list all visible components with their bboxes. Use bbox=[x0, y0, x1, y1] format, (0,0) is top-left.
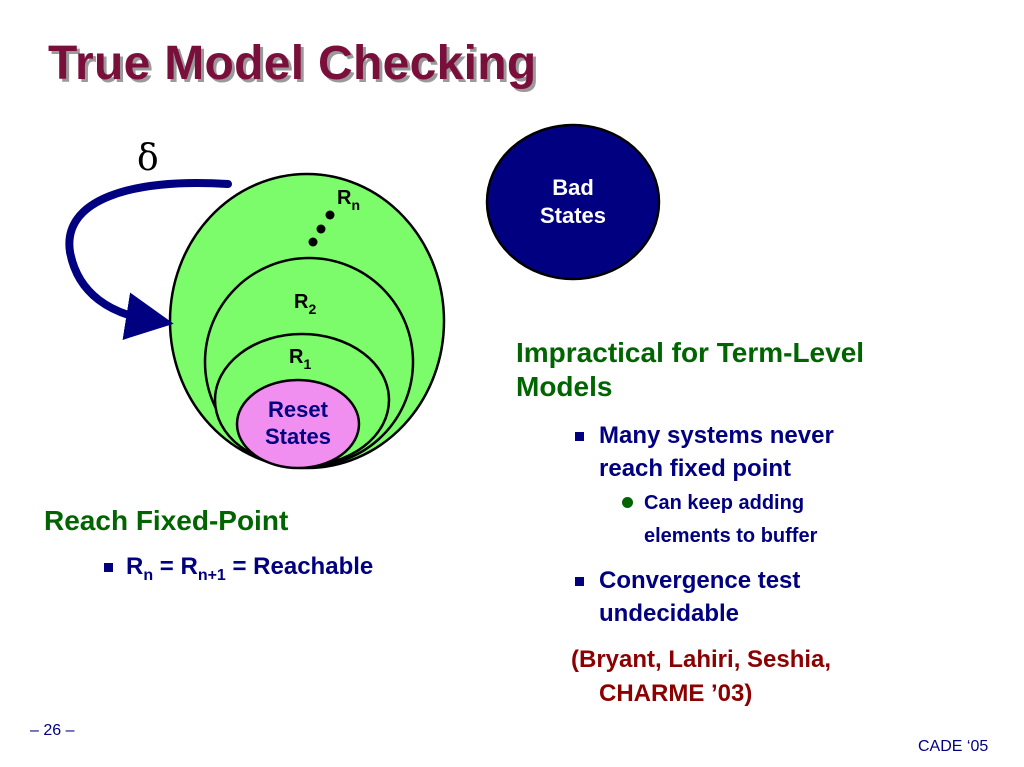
reset-states-region bbox=[235, 378, 361, 470]
impractical-heading-line2: Models bbox=[516, 371, 613, 402]
sub-bullet-buffer-line1: Can keep adding bbox=[644, 492, 805, 514]
ellipsis-dot bbox=[316, 224, 326, 234]
bullet-square-icon bbox=[575, 432, 584, 441]
reach-fixed-point-heading: Reach Fixed-Point bbox=[44, 505, 289, 536]
ellipsis-dot bbox=[308, 237, 318, 247]
bullet-convergence-line1: Convergence test bbox=[599, 567, 801, 594]
bad-states-label-line1: Bad bbox=[552, 175, 594, 200]
citation-line1: (Bryant, Lahiri, Seshia, bbox=[571, 646, 832, 673]
bullet-dot-icon bbox=[622, 497, 633, 508]
reset-states-label-line1: Reset bbox=[268, 397, 329, 422]
bad-states-region bbox=[485, 123, 661, 281]
ellipsis-dot bbox=[325, 210, 335, 220]
conference-label: CADE ‘05 bbox=[918, 738, 989, 755]
bad-states-label-line2: States bbox=[540, 203, 606, 228]
reset-states-label-line2: States bbox=[265, 424, 331, 449]
sub-bullet-buffer-line2: elements to buffer bbox=[644, 525, 818, 547]
bullet-square-icon bbox=[104, 563, 113, 572]
page-number: – 26 – bbox=[30, 722, 75, 739]
transition-arrow bbox=[65, 179, 232, 340]
citation-line2: CHARME ’03) bbox=[599, 680, 753, 707]
bullet-never-fixed-point-line1: Many systems never bbox=[599, 422, 834, 449]
bullet-never-fixed-point-line2: reach fixed point bbox=[599, 455, 792, 482]
delta-label: δ bbox=[137, 138, 159, 179]
bullet-convergence-line2: undecidable bbox=[599, 600, 740, 627]
page-title: True Model Checking bbox=[48, 37, 537, 90]
r1-label: R1 bbox=[289, 346, 311, 372]
impractical-heading-line1: Impractical for Term-Level bbox=[516, 337, 865, 368]
rn-label: Rn bbox=[337, 187, 360, 213]
fixed-point-equation: Rn = Rn+1 = Reachable bbox=[126, 553, 374, 584]
r2-label: R2 bbox=[294, 291, 316, 317]
bullet-square-icon bbox=[575, 577, 584, 586]
